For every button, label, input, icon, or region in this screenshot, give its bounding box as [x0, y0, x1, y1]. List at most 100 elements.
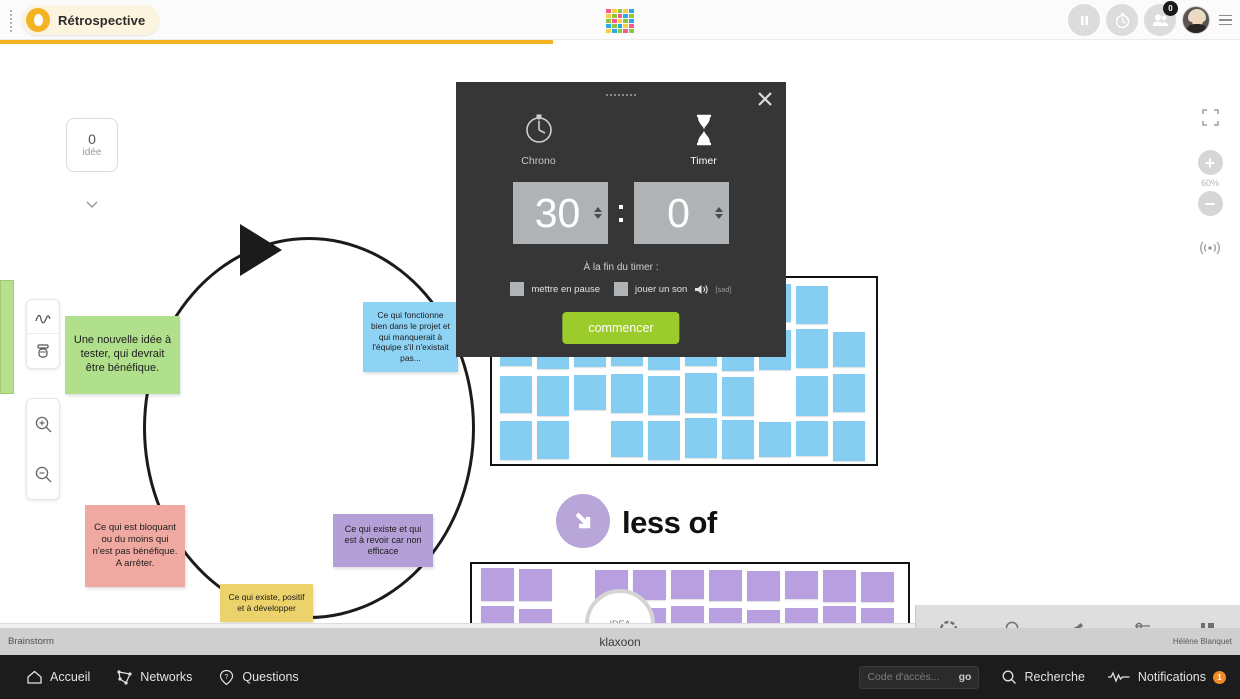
- green-edge-note: [0, 280, 14, 394]
- sticky-note-purple[interactable]: Ce qui existe et qui est à revoir car no…: [333, 514, 433, 567]
- project-chip[interactable]: Rétrospective: [22, 5, 159, 35]
- cluster-sticky-note[interactable]: [747, 571, 780, 601]
- nav-item-notifications[interactable]: Notifications 1: [1107, 670, 1226, 684]
- cluster-sticky-note[interactable]: [519, 569, 552, 601]
- cluster-sticky-note[interactable]: [685, 373, 717, 413]
- sticky-note-blue[interactable]: Ce qui fonctionne bien dans le projet et…: [363, 302, 458, 372]
- arrow-down-right-icon: [556, 494, 610, 548]
- tab-timer-label: Timer: [690, 155, 716, 167]
- idea-counter[interactable]: 0 idée: [66, 118, 118, 172]
- sticky-note-red[interactable]: Ce qui est bloquant ou du moins qui n'es…: [85, 505, 185, 587]
- less-of-title: less of: [622, 505, 717, 541]
- cluster-sticky-note[interactable]: [709, 570, 742, 601]
- pause-checkbox[interactable]: [510, 282, 524, 296]
- cluster-sticky-note[interactable]: [759, 422, 791, 457]
- sticky-note-green[interactable]: Une nouvelle idée à tester, qui devrait …: [65, 316, 180, 394]
- bottom-navigation: Accueil Networks ? Questions Code d'accè…: [0, 655, 1240, 699]
- cluster-sticky-note[interactable]: [796, 286, 828, 324]
- access-code-go-button[interactable]: go: [959, 671, 972, 683]
- cluster-sticky-note[interactable]: [785, 571, 818, 599]
- hamburger-menu-icon[interactable]: [1219, 15, 1232, 26]
- stamp-icon[interactable]: [27, 334, 59, 368]
- top-right-controls: 0: [1068, 4, 1232, 36]
- tab-timer[interactable]: Timer: [621, 112, 786, 167]
- cluster-sticky-note[interactable]: [823, 570, 856, 602]
- cluster-sticky-note[interactable]: [537, 421, 569, 459]
- scribble-icon[interactable]: [27, 300, 59, 334]
- canvas-zoom-controls: 60%: [1196, 108, 1224, 261]
- minutes-stepper[interactable]: 30: [513, 182, 608, 244]
- chrono-clock-icon: [522, 112, 556, 146]
- cluster-sticky-note[interactable]: [481, 568, 514, 601]
- nav-item-accueil[interactable]: Accueil: [26, 669, 90, 685]
- time-separator: [608, 205, 634, 222]
- status-user: Hélène Blanquet: [1173, 637, 1232, 646]
- nav-item-questions[interactable]: ? Questions: [218, 669, 298, 686]
- access-code-input[interactable]: Code d'accès... go: [859, 666, 979, 689]
- idea-count-label: idée: [83, 147, 102, 158]
- cluster-sticky-note[interactable]: [833, 332, 865, 367]
- tab-chrono-label: Chrono: [521, 155, 555, 167]
- participants-button[interactable]: 0: [1144, 4, 1176, 36]
- sound-preview[interactable]: [sad]: [694, 283, 731, 296]
- hourglass-icon: [687, 112, 721, 146]
- option-sound[interactable]: jouer un son [sad]: [614, 282, 732, 296]
- nav-item-recherche[interactable]: Recherche: [1001, 669, 1084, 685]
- drag-dots-icon[interactable]: [6, 10, 16, 32]
- broadcast-icon[interactable]: [1198, 240, 1222, 261]
- close-x-icon[interactable]: [756, 90, 774, 108]
- cluster-sticky-note[interactable]: [796, 421, 828, 456]
- start-timer-button[interactable]: commencer: [562, 312, 679, 344]
- cluster-sticky-note[interactable]: [796, 329, 828, 368]
- cluster-sticky-note[interactable]: [722, 420, 754, 459]
- nav-item-networks[interactable]: Networks: [116, 669, 192, 685]
- cycle-arrow-icon: [240, 224, 282, 276]
- cluster-sticky-note[interactable]: [500, 376, 532, 413]
- timer-mode-tabs: Chrono Timer: [456, 112, 786, 167]
- timer-button[interactable]: [1106, 4, 1138, 36]
- cluster-sticky-note[interactable]: [648, 421, 680, 460]
- cluster-sticky-note[interactable]: [500, 421, 532, 460]
- sound-checkbox[interactable]: [614, 282, 628, 296]
- cluster-sticky-note[interactable]: [611, 421, 643, 457]
- tab-chrono[interactable]: Chrono: [456, 112, 621, 167]
- magnifier-minus-icon[interactable]: [27, 449, 59, 499]
- seconds-arrows-icon[interactable]: [715, 207, 723, 219]
- cluster-sticky-note[interactable]: [574, 375, 606, 410]
- cluster-sticky-note[interactable]: [611, 374, 643, 413]
- project-title: Rétrospective: [58, 13, 145, 28]
- cluster-sticky-note[interactable]: [833, 421, 865, 461]
- magnifier-plus-icon[interactable]: [27, 399, 59, 449]
- zoom-level: 60%: [1201, 178, 1219, 188]
- option-pause[interactable]: mettre en pause: [510, 282, 600, 296]
- drag-dots-icon[interactable]: [606, 94, 636, 96]
- fullscreen-expand-icon[interactable]: [1201, 108, 1220, 132]
- zoom-in-button[interactable]: [1198, 150, 1223, 175]
- less-of-frame[interactable]: [470, 562, 910, 628]
- left-zoom-panel: [26, 398, 60, 500]
- nav-label-recherche: Recherche: [1024, 670, 1084, 684]
- sticky-note-yellow[interactable]: Ce qui existe, positif et à développer: [220, 584, 313, 622]
- cluster-sticky-note[interactable]: [537, 376, 569, 416]
- nav-label-notifications: Notifications: [1138, 670, 1206, 684]
- pause-button[interactable]: [1068, 4, 1100, 36]
- nav-label-questions: Questions: [242, 670, 298, 684]
- sound-name: [sad]: [715, 285, 731, 294]
- chevron-down-icon[interactable]: [84, 196, 100, 212]
- cluster-sticky-note[interactable]: [722, 377, 754, 416]
- cluster-sticky-note[interactable]: [861, 572, 894, 602]
- klaxoon-grid-logo: [606, 9, 634, 33]
- speaker-icon: [694, 283, 709, 296]
- zoom-out-button[interactable]: [1198, 191, 1223, 216]
- cluster-sticky-note[interactable]: [685, 418, 717, 458]
- cluster-sticky-note[interactable]: [671, 570, 704, 599]
- seconds-stepper[interactable]: 0: [634, 182, 729, 244]
- timer-modal[interactable]: Chrono Timer 30 0 À la fin du timer :: [456, 82, 786, 357]
- minutes-arrows-icon[interactable]: [594, 207, 602, 219]
- cluster-sticky-note[interactable]: [796, 376, 828, 416]
- cluster-sticky-note[interactable]: [648, 376, 680, 415]
- nav-label-networks: Networks: [140, 670, 192, 684]
- cluster-sticky-note[interactable]: [833, 374, 865, 412]
- avatar[interactable]: [1182, 6, 1210, 34]
- progress-bar: [0, 40, 553, 44]
